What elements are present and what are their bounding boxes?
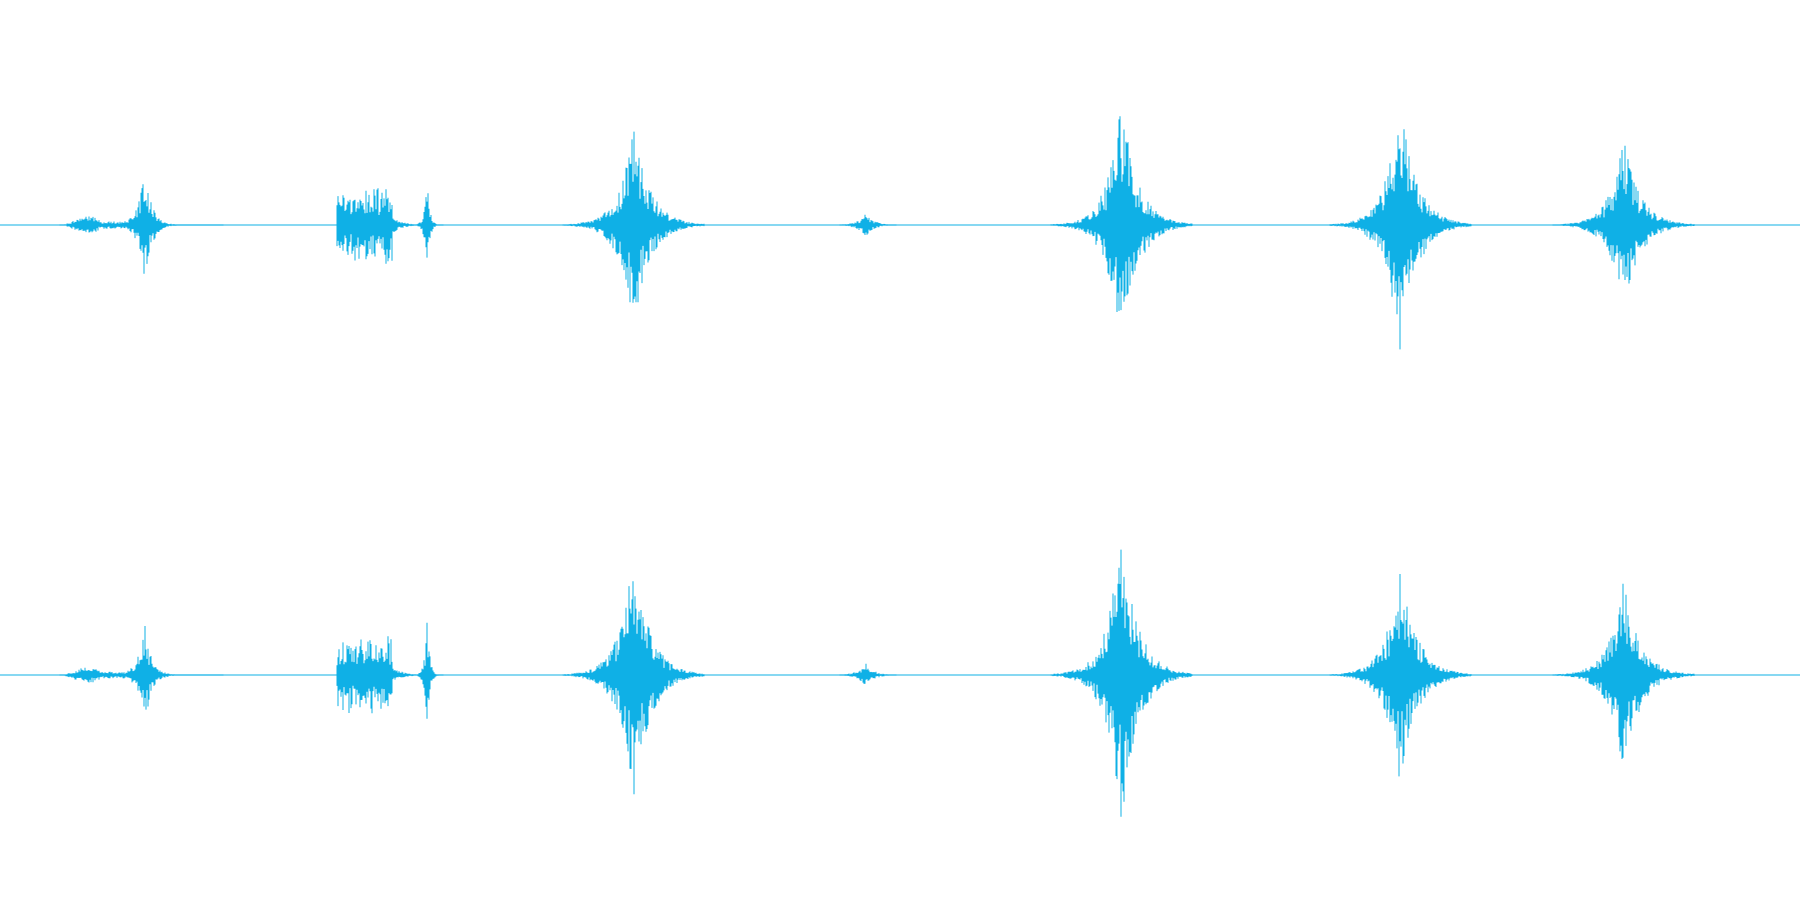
waveform-event-path [562,131,705,303]
waveform-event-path [336,622,444,719]
waveform-event-path [839,214,897,235]
waveform-event [1552,145,1695,284]
waveform-event-path [59,626,224,710]
waveform-event-path [1329,129,1472,350]
waveform-event-path [1050,116,1193,312]
waveform-event [1050,116,1193,312]
waveform-event [562,581,705,795]
waveform-event [1050,549,1193,817]
waveform-event-path [562,581,705,795]
waveform-event-path [1552,145,1695,284]
waveform-event [336,188,444,264]
waveform-event-path [1329,574,1472,777]
waveform-event [839,214,897,235]
waveform-event [1329,129,1472,350]
waveform-channel-right-plot [0,549,1800,817]
waveform-event [1552,583,1695,759]
waveform-channel-left [0,116,1800,350]
waveform-event [839,663,897,684]
waveform-event-path [1050,549,1193,817]
waveform-event-path [336,188,444,264]
waveform-event-path [839,663,897,684]
waveform-event [562,131,705,303]
waveform-event [336,622,444,719]
waveform-event [59,184,224,274]
waveform-channel-left-plot [0,116,1800,350]
waveform-event-path [1552,583,1695,759]
waveform-channel-right [0,450,1800,900]
waveform-event-path [59,184,224,274]
waveform-event [1329,574,1472,777]
waveform-event [59,626,224,710]
